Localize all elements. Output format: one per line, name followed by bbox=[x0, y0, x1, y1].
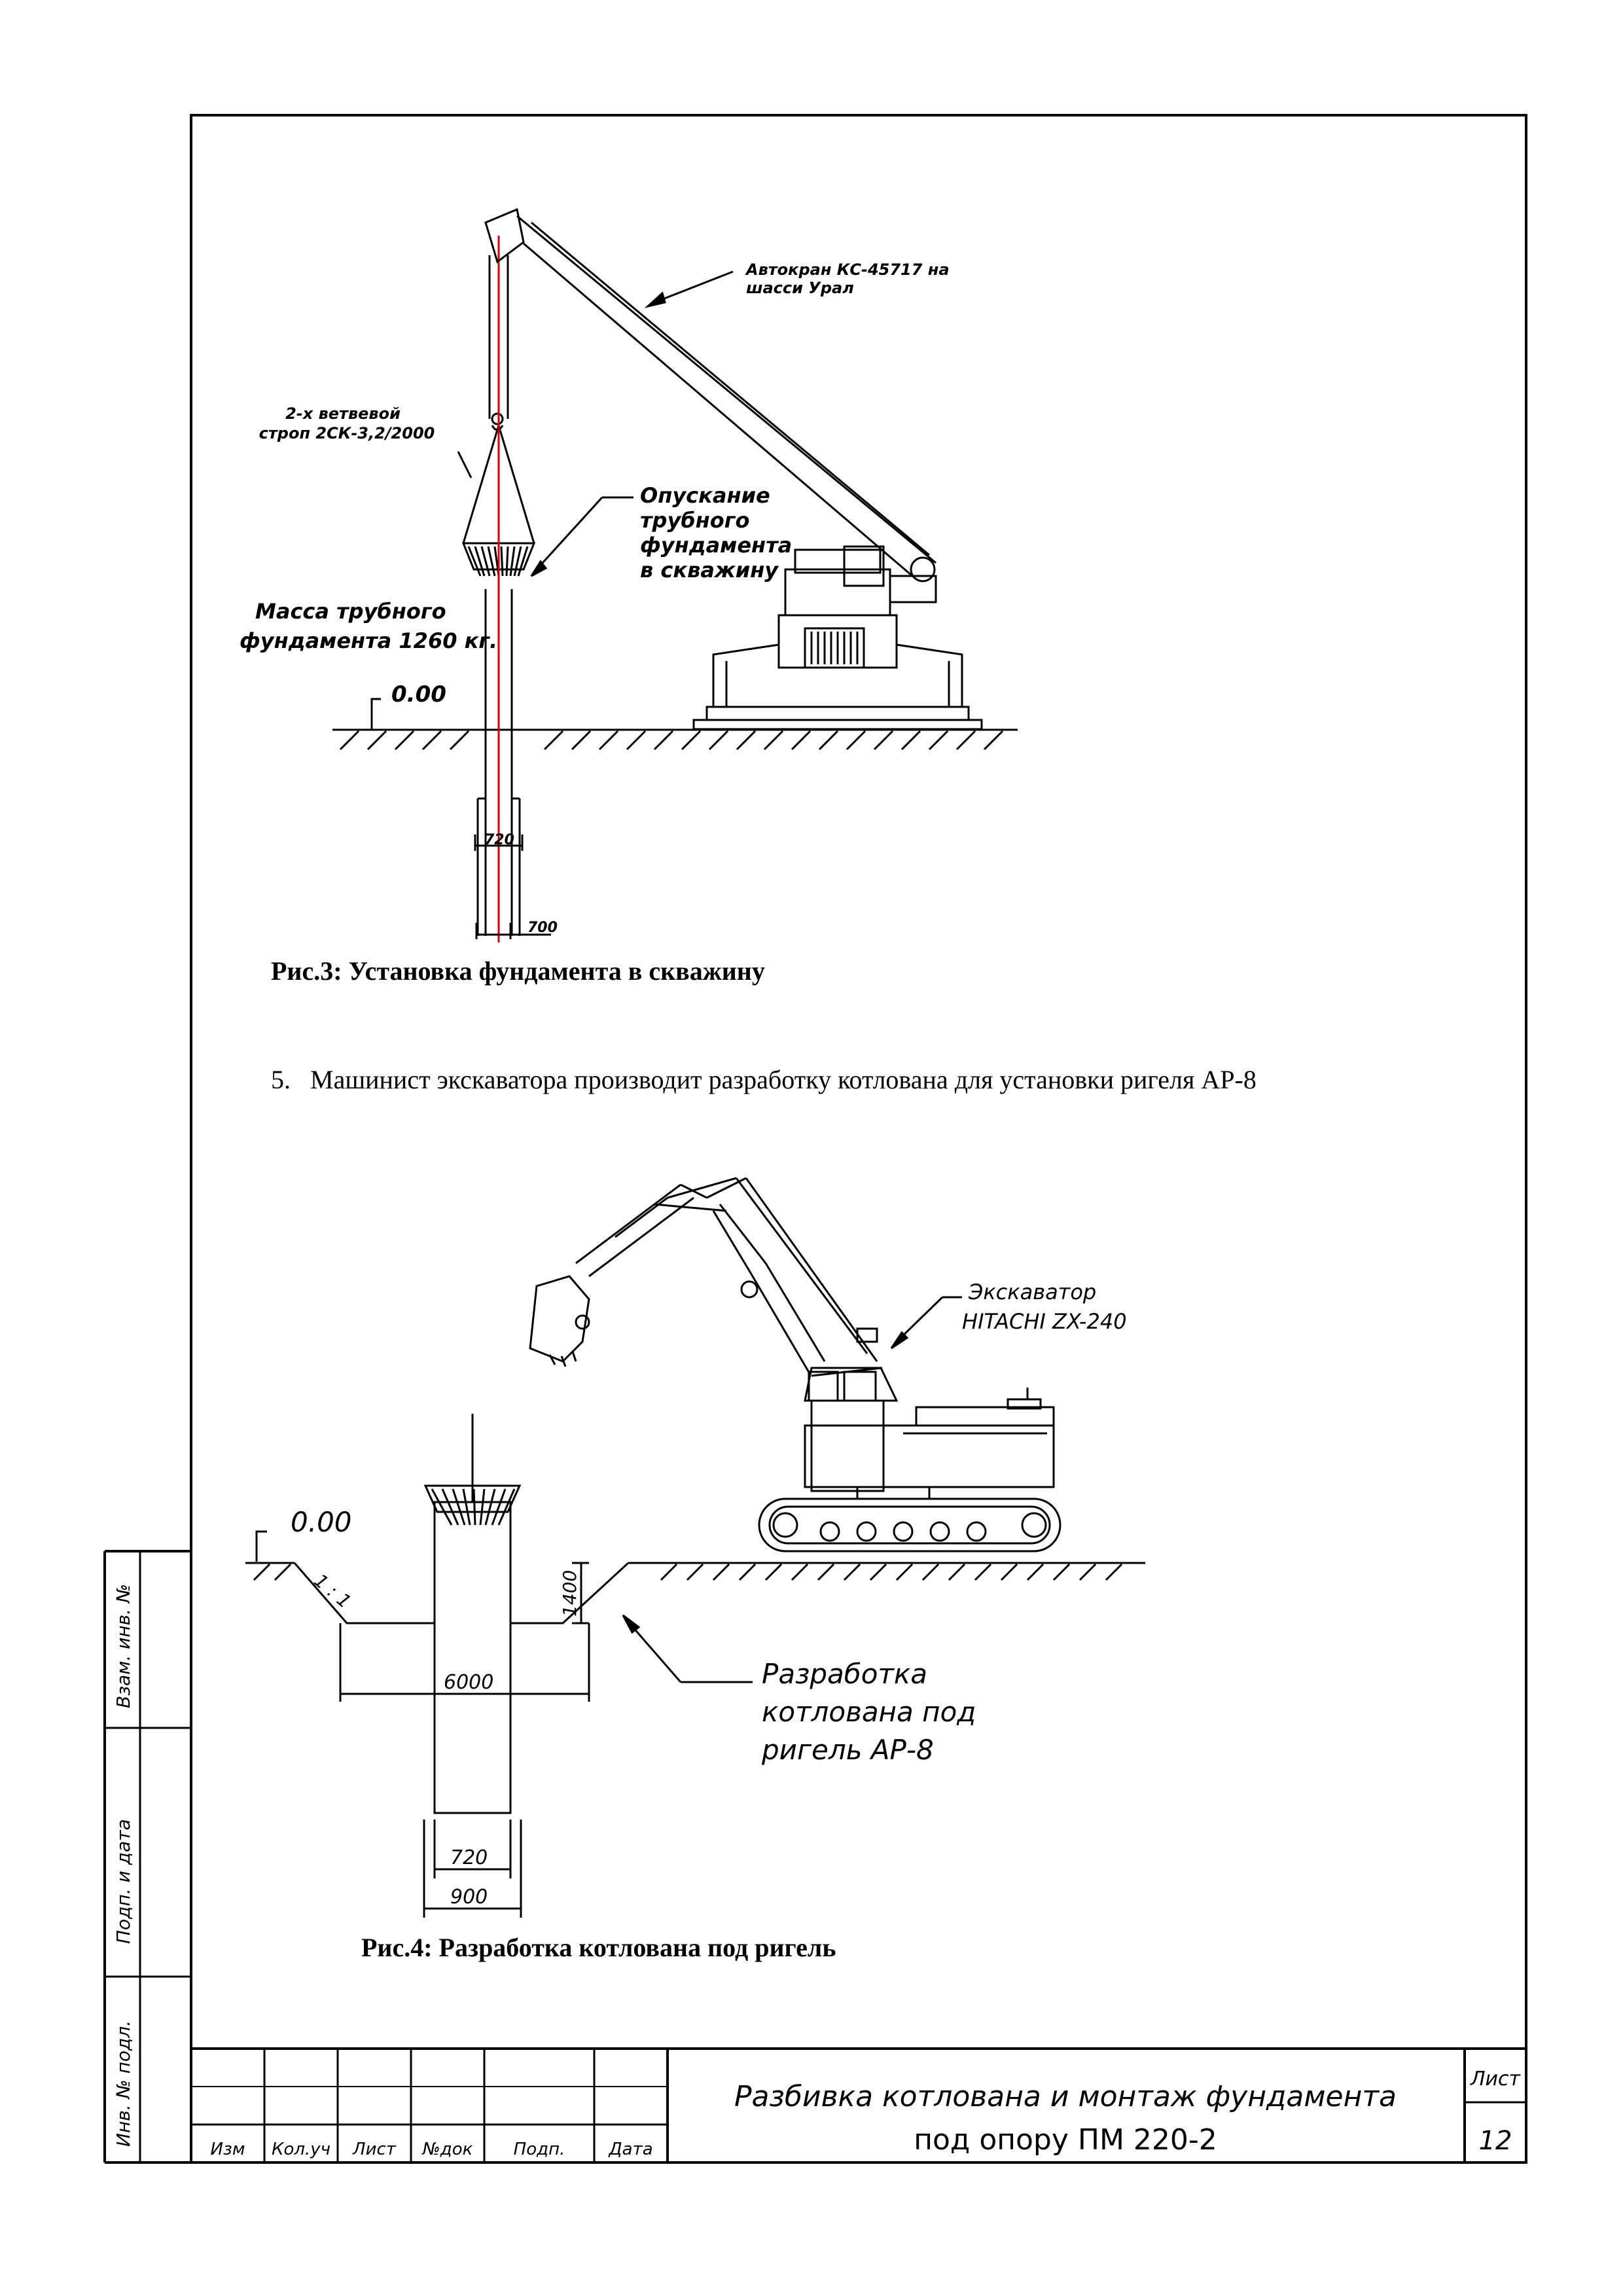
col-ndok: №док bbox=[421, 2140, 473, 2159]
lowering-label-line4: в скважину bbox=[640, 558, 779, 583]
fig4-dim-1400: 1400 bbox=[559, 1570, 580, 1617]
fig3-lowering-label: Опускание трубного фундамента в скважину bbox=[640, 483, 792, 583]
fig4-excavator-leader bbox=[890, 1296, 962, 1350]
paragraph-number: 5. bbox=[271, 1065, 291, 1094]
side-stamp-labels: Взам. инв. № Подп. и дата Инв. № подл. bbox=[113, 1584, 134, 2147]
sling-label-line2: строп 2СК-3,2/2000 bbox=[259, 424, 435, 442]
fig4-excavator bbox=[529, 1177, 1061, 1552]
pit-label-line1: Разработка bbox=[762, 1658, 927, 1690]
fig3-crane-label: Автокран КС-45717 на шасси Урал bbox=[745, 260, 950, 297]
col-podp: Подп. bbox=[514, 2140, 565, 2159]
fig4-dim-6000: 6000 bbox=[444, 1671, 493, 1694]
col-izm: Изм bbox=[211, 2140, 245, 2159]
pit-label-line3: ригель АР-8 bbox=[761, 1734, 934, 1766]
podp-label: Подп. и дата bbox=[113, 1819, 134, 1944]
vzam-label: Взам. инв. № bbox=[113, 1584, 134, 1708]
document-title-line1: Разбивка котлована и монтаж фундамента bbox=[734, 2080, 1397, 2113]
pit-label-line2: котлована под bbox=[762, 1696, 976, 1728]
fig3-dim-720: 720 bbox=[484, 832, 514, 848]
figure3-caption: Рис.3: Установка фундамента в скважину bbox=[271, 956, 765, 986]
fig3-level-label: 0.00 bbox=[391, 681, 446, 708]
lowering-label-line2: трубного bbox=[640, 508, 749, 533]
col-data: Дата bbox=[608, 2140, 652, 2159]
fig3-pipe-foundation bbox=[461, 542, 536, 936]
fig3-crane bbox=[484, 207, 983, 730]
sling-label-line1: 2-х ветвевой bbox=[285, 404, 401, 423]
fig4-dim-720: 720 bbox=[450, 1846, 488, 1869]
paragraph-text: Машинист экскаватора производит разработ… bbox=[310, 1065, 1257, 1094]
fig4-level-label: 0.00 bbox=[291, 1506, 352, 1538]
sheet-number: 12 bbox=[1479, 2126, 1512, 2156]
fig4-excavator-label: Экскаватор HITACHI ZX-240 bbox=[962, 1280, 1127, 1334]
col-koluch: Кол.уч bbox=[272, 2140, 330, 2159]
figure4-caption: Рис.4: Разработка котлована под ригель bbox=[361, 1933, 836, 1962]
excavator-label-line2: HITACHI ZX-240 bbox=[962, 1309, 1127, 1334]
title-block-columns: Изм Кол.уч Лист №док Подп. Дата bbox=[211, 2140, 653, 2159]
crane-label-line1: Автокран КС-45717 на bbox=[745, 260, 950, 279]
fig3-mass-label: Масса трубного фундамента 1260 кг. bbox=[240, 599, 497, 653]
fig3-dim-700: 700 bbox=[527, 920, 558, 936]
lowering-label-line3: фундамента bbox=[640, 533, 792, 558]
crane-label-line2: шасси Урал bbox=[746, 279, 854, 297]
title-block-text: Разбивка котлована и монтаж фундамента п… bbox=[734, 2068, 1522, 2157]
mass-label-line1: Масса трубного bbox=[255, 599, 446, 624]
inv-label: Инв. № подл. bbox=[113, 2020, 134, 2147]
fig3-leaders bbox=[457, 270, 734, 939]
sheet-frame bbox=[103, 114, 1527, 2164]
fig4-pit-label: Разработка котлована под ригель АР-8 bbox=[761, 1658, 976, 1766]
paragraph-5: 5. Машинист экскаватора производит разра… bbox=[271, 1064, 1257, 1095]
fig3-sling bbox=[462, 412, 535, 544]
col-list: Лист bbox=[352, 2140, 397, 2159]
sheet-label: Лист bbox=[1470, 2068, 1522, 2090]
title-block-grid bbox=[191, 2047, 1526, 2162]
fig4-dim-900: 900 bbox=[450, 1886, 488, 1909]
lowering-label-line1: Опускание bbox=[640, 483, 770, 508]
document-title-line2: под опору ПМ 220-2 bbox=[914, 2123, 1217, 2157]
excavator-label-line1: Экскаватор bbox=[968, 1280, 1096, 1304]
mass-label-line2: фундамента 1260 кг. bbox=[240, 628, 497, 653]
fig4-ground-and-pit bbox=[245, 1414, 1145, 1918]
fig3-sling-label: 2-х ветвевой строп 2СК-3,2/2000 bbox=[259, 404, 435, 442]
